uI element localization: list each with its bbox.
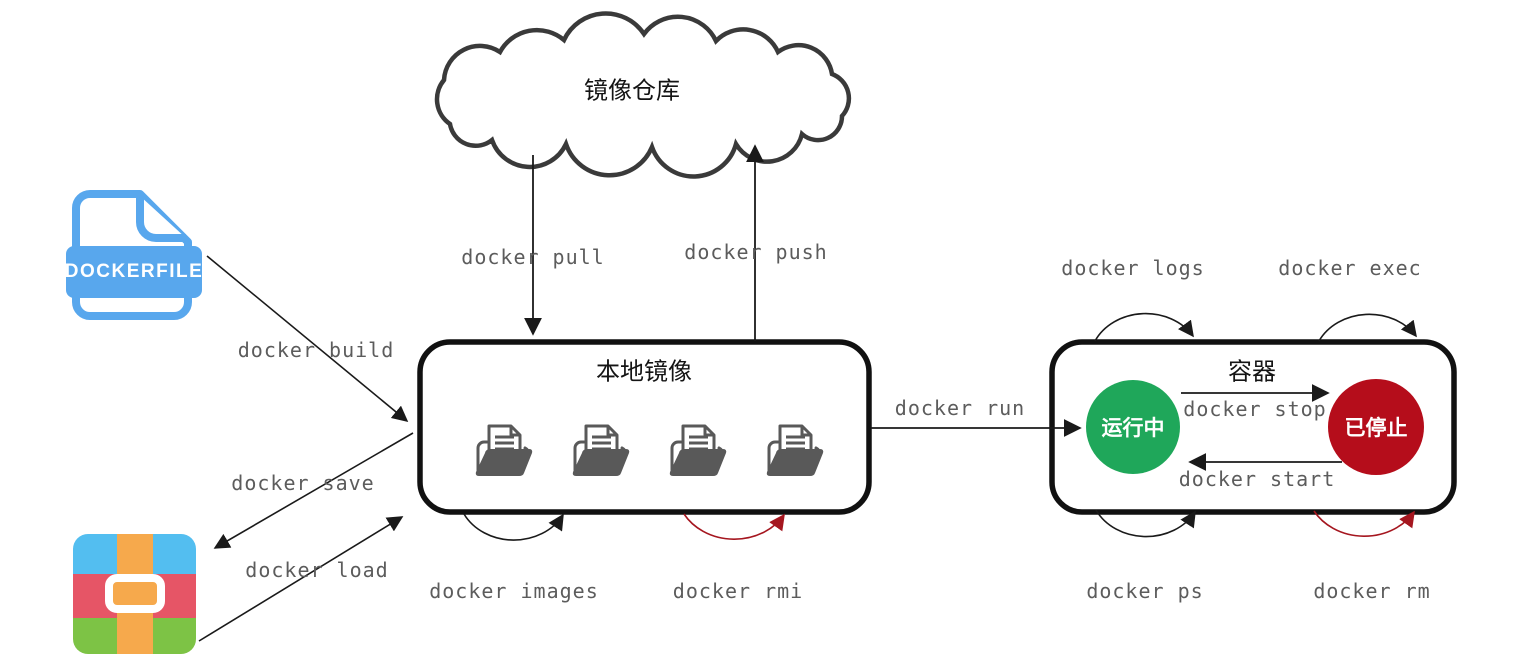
docker-rm-loop (1313, 510, 1415, 537)
docker-save-arrow (213, 432, 414, 549)
archive-package-icon (73, 534, 196, 654)
local-images-box (417, 339, 872, 515)
stopped-state-circle (1328, 379, 1424, 475)
registry-cloud (434, 11, 852, 179)
running-state-circle (1086, 380, 1180, 474)
docker-logs-loop (1094, 312, 1194, 342)
dockerfile-icon (66, 190, 202, 320)
docker-images-loop (463, 513, 564, 541)
docker-load-arrow (198, 516, 404, 642)
docker-build-arrow (206, 255, 409, 423)
docker-exec-loop (1318, 313, 1417, 342)
docker-ps-loop (1095, 509, 1196, 538)
docker-rmi-loop (683, 513, 785, 540)
